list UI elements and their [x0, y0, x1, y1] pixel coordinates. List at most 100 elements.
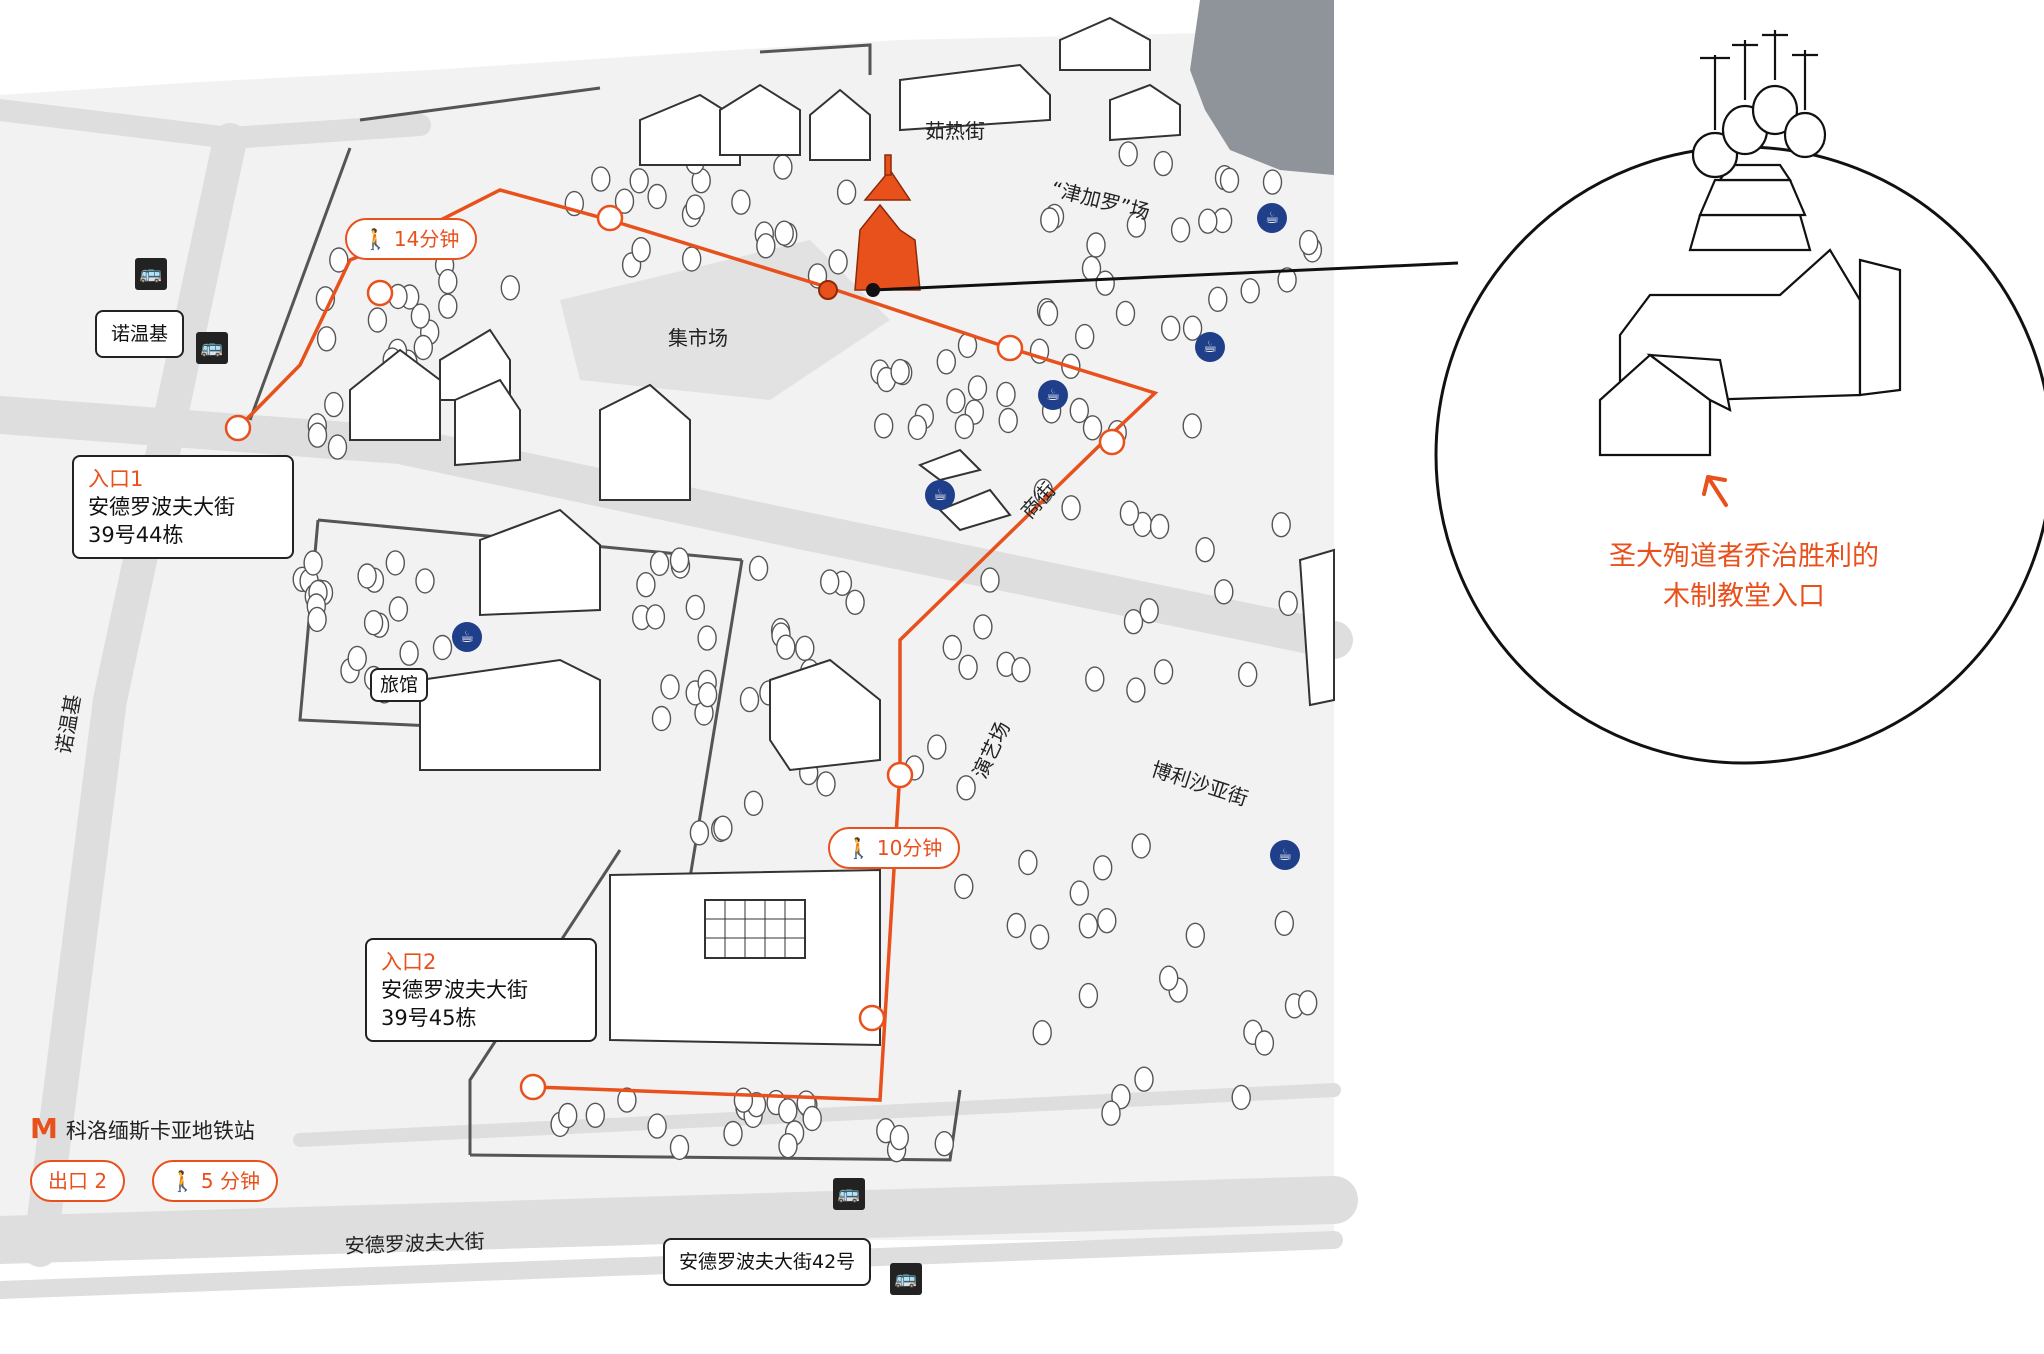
tree [1011, 657, 1031, 683]
tree [1271, 512, 1291, 538]
tree [1082, 415, 1103, 441]
bus-stop-42-label[interactable]: 安德罗波夫大街42号 [663, 1238, 872, 1286]
tree [316, 326, 337, 352]
tree [1237, 661, 1258, 688]
tree [388, 596, 409, 622]
walk-icon: 🚶 [846, 836, 871, 860]
tree [1240, 278, 1260, 304]
tree [307, 422, 328, 448]
tree [697, 625, 717, 651]
tree [1119, 500, 1140, 526]
tree [1115, 300, 1136, 327]
tree [585, 1102, 605, 1129]
solar-roof [704, 899, 806, 959]
tree [1297, 990, 1318, 1016]
entrance-1-title: 入口1 [88, 467, 144, 491]
tree [327, 434, 348, 460]
tree [1078, 982, 1099, 1009]
tree [363, 610, 384, 636]
tree [303, 550, 323, 576]
tree [347, 645, 367, 672]
church-detail-drawing [1598, 30, 1902, 457]
tree [874, 413, 894, 439]
entrance-2-address-line2: 39号45栋 [381, 1006, 477, 1030]
tree [956, 775, 976, 801]
tree [649, 550, 670, 577]
tree [776, 634, 796, 660]
tree [1032, 1019, 1052, 1046]
tree [743, 790, 764, 816]
tree [636, 572, 656, 598]
tree [689, 820, 710, 846]
street-label-yurchev: 茹热街 [925, 119, 985, 143]
entrance-2-title: 入口2 [381, 950, 437, 974]
tree [713, 815, 733, 841]
tree [367, 307, 388, 333]
tree [1131, 833, 1151, 859]
entrance-1-address-line1: 安德罗波夫大街 [88, 495, 235, 519]
tree [1185, 922, 1206, 948]
tree [958, 654, 978, 680]
church-caption-line1: 圣大殉道者乔治胜利的 [1609, 541, 1879, 572]
metro-exit-pill: 出口 2 [30, 1160, 126, 1202]
noginsk-stop-label[interactable]: 诺温基 [95, 310, 185, 358]
tree [836, 179, 857, 205]
tree [1078, 913, 1099, 939]
tree [651, 705, 672, 732]
tree [773, 154, 793, 180]
tree [432, 634, 453, 661]
tree [889, 1124, 909, 1151]
church-entrance-marker [818, 280, 838, 300]
tree [1274, 910, 1295, 936]
metro-walk-pill: 🚶5 分钟 [152, 1160, 278, 1202]
tree [660, 674, 680, 700]
tree [1182, 413, 1202, 439]
tree [816, 771, 836, 797]
tree [697, 682, 718, 708]
tree [1214, 579, 1234, 605]
tree [647, 1113, 667, 1139]
tree [614, 188, 635, 214]
tree [1029, 924, 1050, 950]
tree [669, 547, 690, 573]
tree [1134, 1066, 1154, 1092]
tree [733, 1087, 754, 1113]
tree [1097, 908, 1117, 934]
tree [415, 568, 435, 594]
tree [1153, 150, 1174, 177]
tree [927, 734, 947, 760]
tree [1092, 855, 1113, 881]
tree [1041, 398, 1062, 424]
tree [934, 1130, 954, 1157]
route-time-upper: 🚶14分钟 [345, 218, 478, 260]
callout-line [872, 261, 1459, 292]
tree [1254, 1030, 1275, 1056]
tree [739, 686, 760, 713]
hotel-label[interactable]: 旅馆 [370, 668, 429, 702]
tree [438, 268, 458, 295]
tree [942, 634, 962, 661]
street-label-andropov: 安德罗波夫大街 [344, 1229, 485, 1258]
tree [998, 407, 1018, 434]
church-caption-line2: 木制教堂入口 [1663, 581, 1825, 612]
tree [1231, 1084, 1251, 1111]
tree [307, 606, 327, 633]
tree [329, 247, 349, 273]
tree [438, 293, 458, 319]
tree [1086, 232, 1106, 258]
tree [413, 334, 433, 361]
tree [828, 249, 848, 275]
tree [1123, 609, 1144, 635]
tree [954, 873, 974, 900]
tree [973, 614, 993, 640]
tree [685, 594, 705, 621]
solar-grid [705, 900, 805, 958]
entrance-1-callout[interactable]: 入口1 安德罗波夫大街 39号44栋 [72, 455, 294, 559]
street-label-market: 集市场 [668, 326, 728, 350]
tree [802, 1105, 822, 1132]
tree [1298, 229, 1319, 256]
tree [890, 358, 910, 385]
church-highlight [854, 154, 921, 291]
entrance-2-callout[interactable]: 入口2 安德罗波夫大街 39号45栋 [365, 938, 597, 1042]
walk-icon: 🚶 [363, 227, 388, 251]
